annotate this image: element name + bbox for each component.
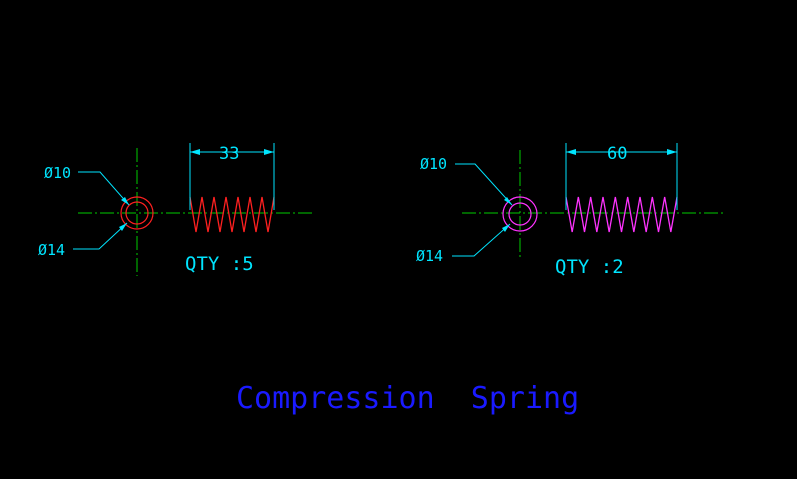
quantity-label: QTY :2: [555, 256, 624, 278]
inner-diameter-label: Ø10: [44, 164, 71, 182]
dimension-arrowhead: [264, 149, 274, 155]
outer-diameter-leader: [452, 223, 511, 257]
length-dimension-label: 33: [219, 144, 239, 164]
length-dimension-label: 60: [607, 144, 627, 164]
dimension-arrowhead: [566, 149, 576, 155]
quantity-label: QTY :5: [185, 253, 254, 275]
inner-diameter-circle: [125, 201, 149, 225]
drawing-title: Compression Spring: [236, 381, 579, 416]
outer-diameter-label: Ø14: [416, 247, 443, 265]
outer-diameter-circle: [502, 196, 538, 232]
dimension-arrowhead: [667, 149, 677, 155]
leader-arrowhead: [119, 223, 127, 231]
leader-arrowhead: [504, 197, 512, 205]
dimension-arrowhead: [190, 149, 200, 155]
spring-detail-right: Ø10 Ø14 60 QTY :2: [416, 143, 726, 278]
inner-diameter-leader: [455, 163, 513, 206]
leader-arrowhead: [121, 197, 129, 205]
spring-coil: [565, 196, 678, 233]
inner-diameter-leader: [78, 171, 130, 206]
outer-diameter-leader: [73, 222, 128, 250]
outer-diameter-label: Ø14: [38, 241, 65, 259]
spring-detail-left: Ø10 Ø14 33 QTY :5: [38, 143, 312, 276]
outer-diameter-circle: [120, 196, 154, 230]
inner-diameter-circle: [508, 202, 532, 226]
leader-arrowhead: [502, 224, 510, 232]
spring-coil: [189, 196, 275, 233]
inner-diameter-label: Ø10: [420, 155, 447, 173]
